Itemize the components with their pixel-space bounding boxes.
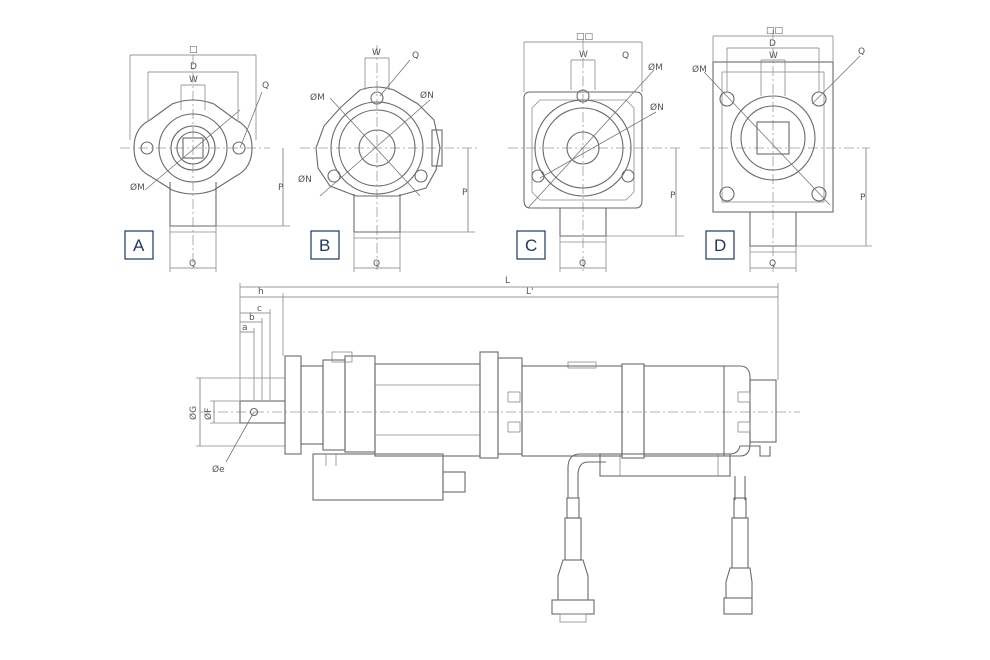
view-c: □□ W P Q ØM ØN Q C <box>508 32 684 272</box>
dim-c: c <box>257 304 262 314</box>
dim-o: □ <box>189 45 198 55</box>
dim-w: W <box>189 75 198 85</box>
side-view: L L' h c b a ØG ØF Øe <box>188 276 800 623</box>
dim-r-b: Q <box>412 51 419 61</box>
dim-m-b: ØM <box>310 92 325 103</box>
dim-f: ØF <box>203 408 214 420</box>
dim-q-c: Q <box>579 259 586 269</box>
view-label-b: B <box>319 236 330 255</box>
dim-r-c: Q <box>622 51 629 61</box>
dim-oo-d: □□ <box>766 26 783 36</box>
dim-r: Q <box>262 81 269 91</box>
dim-n-b: ØN <box>420 90 434 101</box>
dim-p-c: P <box>670 191 676 201</box>
dim-w-d: W <box>769 51 778 61</box>
dim-p-b: P <box>462 188 468 198</box>
view-d: □□ D W P Q ØM Q D <box>692 26 872 272</box>
dim-l: L <box>505 276 510 286</box>
dim-e: Øe <box>212 464 225 475</box>
dim-m-d: ØM <box>692 64 707 75</box>
dim-oo-c: □□ <box>576 32 593 42</box>
view-b: W P Q ØM ØN ØN Q B <box>298 45 480 272</box>
view-label-a-box <box>124 230 154 260</box>
dim-l-prime: L' <box>526 287 534 297</box>
dim-m-c: ØM <box>648 62 663 73</box>
view-label-d-box <box>705 230 735 260</box>
view-label-b-box <box>310 230 340 260</box>
dim-r-d: Q <box>858 47 865 57</box>
dim-q-d: Q <box>769 259 776 269</box>
dim-n-c: ØN <box>650 102 664 113</box>
dim-n2-b: ØN <box>298 174 312 185</box>
dim-w-b: W <box>372 48 381 58</box>
dim-d: D <box>190 62 197 72</box>
view-a: □ D W P Q ØM Q A <box>120 45 290 272</box>
dim-h: h <box>258 287 264 297</box>
dim-q: Q <box>189 259 196 269</box>
dim-m: ØM <box>130 182 145 193</box>
view-label-c-box <box>516 230 546 260</box>
dim-p-d: P <box>860 193 866 203</box>
dim-p: P <box>278 183 284 193</box>
dim-a: a <box>242 323 248 333</box>
dim-b: b <box>249 313 255 323</box>
view-label-d: D <box>714 236 726 255</box>
view-label-c: C <box>525 236 537 255</box>
dim-d-d: D <box>769 39 776 49</box>
dim-g: ØG <box>188 406 199 420</box>
dim-q-b: Q <box>373 259 380 269</box>
view-label-a: A <box>133 236 145 255</box>
dim-w-c: W <box>579 50 588 60</box>
